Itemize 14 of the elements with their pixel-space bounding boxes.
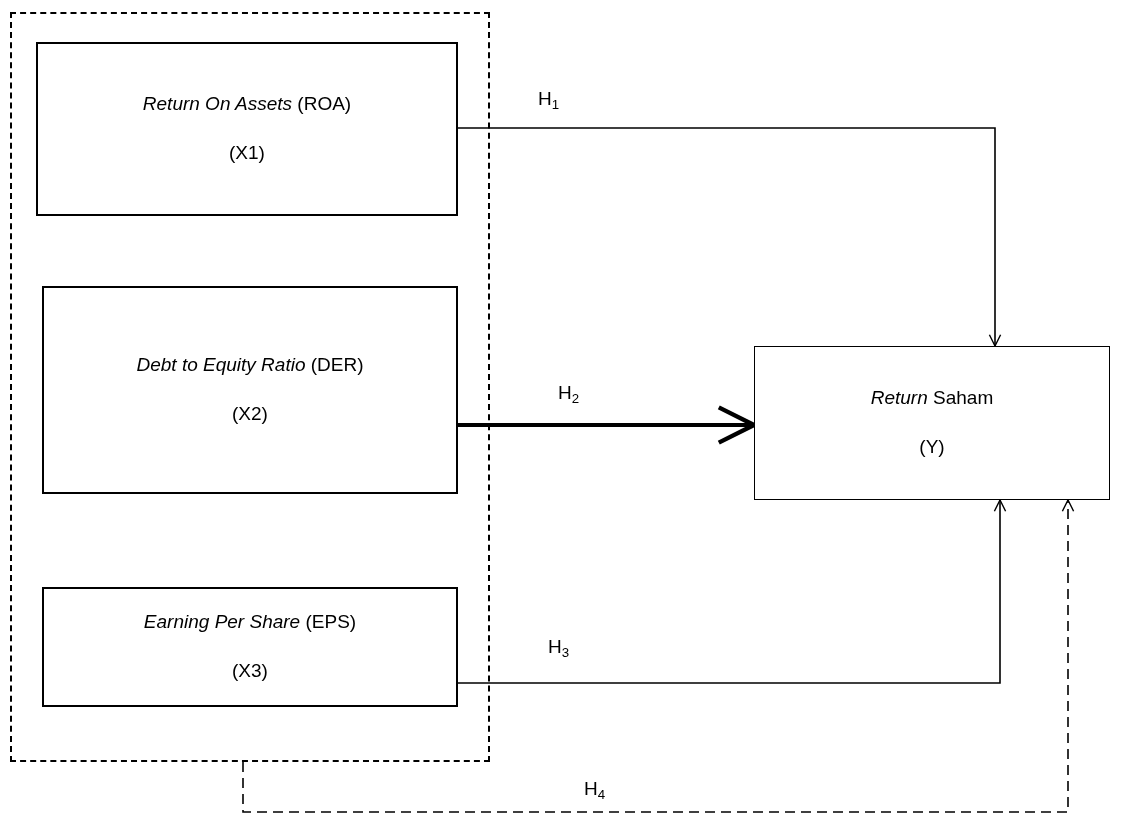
- box-text: (Y): [919, 436, 945, 459]
- box-text: Debt to Equity Ratio (DER): [136, 354, 364, 377]
- box-text: Return Saham: [870, 387, 994, 410]
- box-text: Return On Assets (ROA): [142, 93, 352, 116]
- arrow: [242, 499, 1075, 813]
- box-text: (X1): [229, 142, 265, 165]
- box-text: (X3): [232, 660, 268, 683]
- variable-box: [42, 587, 458, 707]
- variable-box: [42, 286, 458, 494]
- dashed-group-box: [10, 12, 490, 762]
- variable-box: [36, 42, 458, 216]
- box-text: (X2): [232, 403, 268, 426]
- box-text: Earning Per Share (EPS): [143, 611, 357, 634]
- variable-box: [754, 346, 1110, 500]
